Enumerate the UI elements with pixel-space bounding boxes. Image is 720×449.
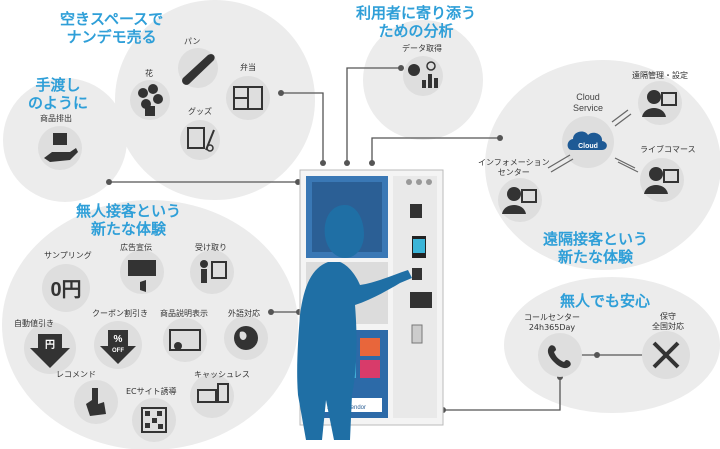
coupon-icon: % OFF [94, 321, 142, 369]
title-unmanned: 無人接客という 新たな体験 [76, 202, 181, 238]
label-live-commerce: ライブコマース [640, 145, 696, 154]
cashless-icon [190, 374, 234, 418]
phone-icon [538, 333, 582, 377]
label-pickup: 受け取り [195, 243, 227, 252]
title-line: ための分析 [378, 22, 454, 40]
title-hand-over: 手渡し のように [28, 76, 88, 112]
analytics-icon [403, 56, 443, 96]
sampling-icon: 0円 [42, 264, 90, 312]
title-remote: 遠隔接客という 新たな体験 [543, 230, 648, 266]
title-line: のように [28, 94, 89, 112]
title-safety: 無人でも安心 [560, 292, 650, 310]
pickup-icon [190, 250, 234, 294]
label-cashless: キャッシュレス [194, 370, 250, 379]
auto-discount-text: 円 [45, 339, 55, 351]
label-auto-discount: 自動値引き [14, 319, 54, 328]
bento-icon [226, 76, 270, 120]
title-line: ナンデモ売る [66, 28, 157, 46]
cloud-service-title: Cloud [576, 92, 600, 102]
label-recommend: レコメンド [56, 370, 96, 379]
title-analysis: 利用者に寄り添う ための分析 [356, 4, 476, 40]
qr-code-icon [132, 398, 176, 442]
title-line: 新たな体験 [91, 220, 167, 238]
goods-icon [180, 120, 220, 160]
operator-remote-mgmt-icon [638, 81, 682, 125]
bubble-vacant-space [115, 0, 315, 200]
hand-gift-icon [38, 126, 82, 170]
label-goods: グッズ [188, 107, 212, 116]
title-line: 空きスペースで [60, 10, 164, 28]
label-sampling: サンプリング [44, 251, 92, 260]
operator-live-commerce-icon [640, 158, 684, 202]
title-line: 遠隔接客という [543, 230, 649, 248]
label-product-info: 商品説明表示 [160, 309, 208, 318]
label-coupon: クーポン割引き [92, 309, 148, 318]
label-flowers: 花 [145, 69, 153, 78]
coupon-text: OFF [112, 348, 124, 354]
globe-icon [224, 316, 268, 360]
title-line: 無人接客という [76, 202, 182, 220]
product-info-icon [163, 318, 207, 362]
tools-icon [642, 331, 690, 379]
label-foreign-lang: 外語対応 [228, 309, 260, 318]
title-line: 利用者に寄り添う [356, 4, 477, 22]
label-ec-site: ECサイト誘導 [126, 387, 177, 396]
auto-discount-icon: 円 [24, 322, 76, 374]
cloud-service-title: Service [573, 103, 603, 113]
title-line: 手渡し [35, 76, 81, 94]
label-call-center: コールセンター 24h365Day [524, 313, 580, 332]
operator-info-center-icon [498, 178, 542, 222]
flowers-icon [130, 80, 170, 120]
label-maintenance: 保守 全国対応 [652, 312, 684, 331]
title-line: 新たな体験 [558, 248, 634, 266]
label-advertising: 広告宣伝 [120, 243, 152, 252]
connector-lines [109, 67, 648, 411]
arrows-mgmt [611, 109, 632, 127]
advertising-icon [120, 250, 164, 294]
sampling-text: 0円 [50, 279, 81, 301]
label-info-center: インフォメーション センター [478, 158, 550, 177]
label-data-acquisition: データ取得 [402, 44, 442, 53]
label-bread: パン [184, 37, 201, 46]
arrows-live [614, 157, 639, 173]
customer-silhouette [297, 205, 412, 440]
cloud-icon: Cloud [562, 116, 614, 168]
label-remote-mgmt: 遠隔管理・設定 [632, 71, 688, 80]
coupon-text: % [114, 334, 123, 345]
title-vacant-space: 空きスペースで ナンデモ売る [60, 10, 163, 46]
cloud-label: Cloud [578, 143, 598, 150]
recommend-icon [74, 380, 118, 424]
arrows-info [547, 154, 574, 173]
title-line: 無人でも安心 [560, 292, 651, 310]
bread-icon [178, 48, 218, 88]
label-product-out: 商品排出 [40, 114, 72, 123]
label-bento: 弁当 [240, 63, 256, 72]
